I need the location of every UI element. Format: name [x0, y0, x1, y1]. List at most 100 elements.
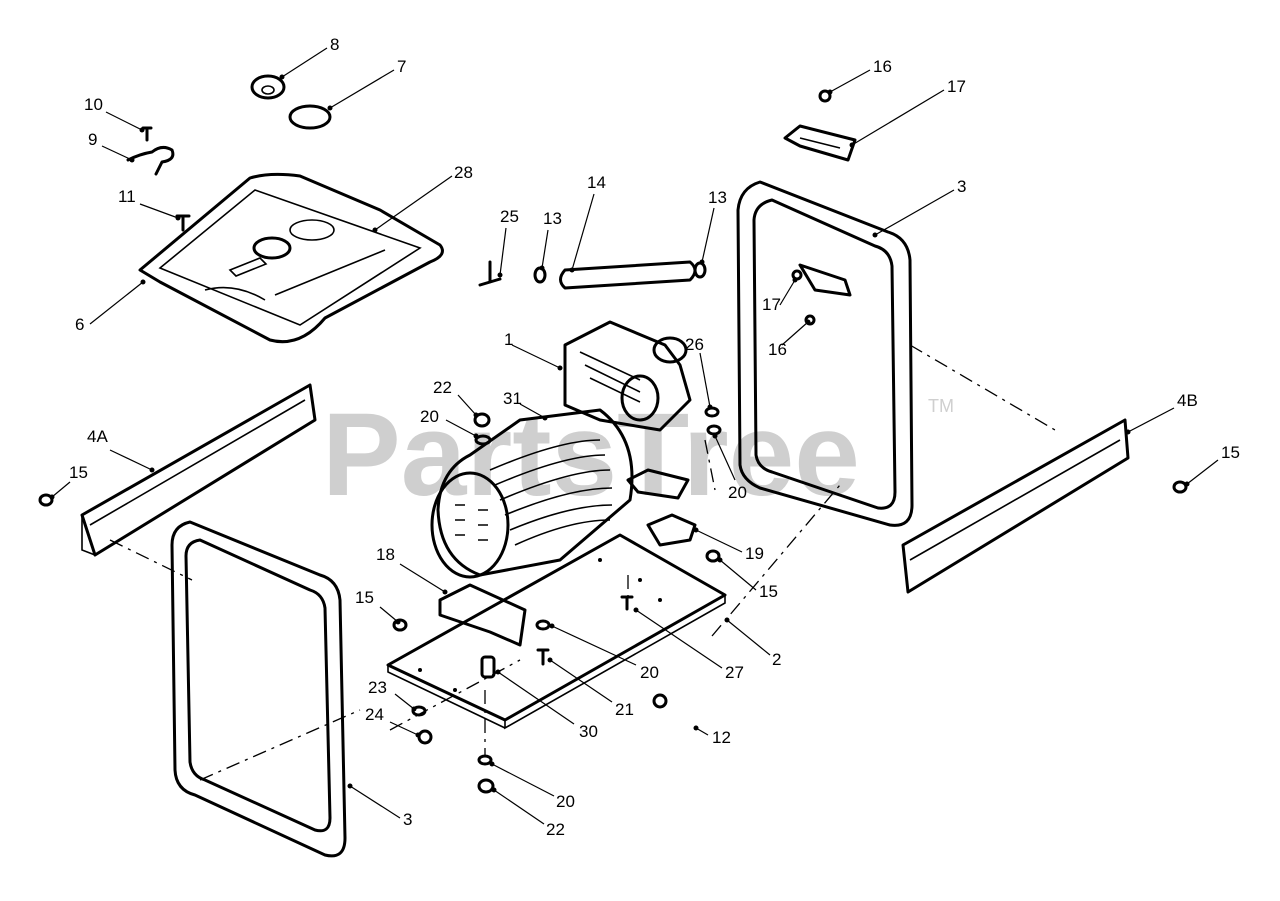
callout-label: 8	[330, 35, 339, 54]
leader-line	[635, 609, 723, 669]
callout-4A: 4A	[87, 427, 155, 473]
callout-label: 3	[957, 177, 966, 196]
leader-line	[1186, 459, 1219, 485]
leader-dot	[473, 433, 479, 439]
callout-28: 28	[372, 163, 473, 233]
callout-20: 20	[489, 761, 575, 811]
leader-dot	[175, 215, 181, 221]
leader-dot	[717, 557, 723, 563]
leader-line	[781, 321, 809, 346]
leader-dot	[1125, 429, 1131, 435]
leader-line	[695, 529, 743, 553]
callout-6: 6	[75, 279, 146, 334]
leader-dot	[1184, 481, 1190, 487]
leader-line	[499, 227, 507, 276]
nut-24-part	[417, 729, 433, 745]
callout-label: 16	[768, 340, 787, 359]
callout-label: 20	[728, 483, 747, 502]
callout-12: 12	[693, 725, 731, 747]
callout-label: 9	[88, 130, 97, 149]
leader-dot	[557, 365, 563, 371]
leader-dot	[539, 265, 545, 271]
leader-line	[779, 279, 796, 306]
callout-16: 16	[827, 57, 892, 95]
callout-label: 2	[772, 650, 781, 669]
callout-label: 15	[69, 463, 88, 482]
callout-21: 21	[547, 657, 634, 719]
leader-line	[571, 193, 595, 271]
callout-label: 20	[640, 663, 659, 682]
leader-line	[493, 789, 545, 825]
base-plate-part	[386, 533, 727, 730]
callout-label: 4A	[87, 427, 108, 446]
leader-dot	[473, 412, 479, 418]
callout-label: 17	[762, 295, 781, 314]
callout-label: 18	[376, 545, 395, 564]
callout-label: 6	[75, 315, 84, 334]
callout-label: 16	[873, 57, 892, 76]
callout-label: 13	[708, 188, 727, 207]
left-rail-4A-part	[80, 383, 317, 557]
callout-label: 19	[745, 544, 764, 563]
callout-24: 24	[365, 705, 421, 738]
leader-line	[874, 189, 955, 236]
callout-label: 15	[759, 582, 778, 601]
nut-22b-part	[477, 778, 495, 794]
screw-15c-part	[392, 618, 408, 632]
callout-9: 9	[88, 130, 135, 163]
callout-label: 30	[579, 722, 598, 741]
callout-18: 18	[376, 545, 448, 595]
leader-dot	[699, 259, 705, 265]
callout-1: 1	[504, 330, 563, 371]
callout-label: 15	[1221, 443, 1240, 462]
leader-dot	[693, 725, 699, 731]
leader-dot	[712, 433, 718, 439]
callout-23: 23	[368, 678, 417, 712]
callout-26: 26	[685, 335, 713, 410]
watermark-trademark: TM	[928, 396, 954, 416]
leader-line	[541, 229, 549, 269]
leader-line	[719, 559, 757, 591]
leader-dot	[140, 279, 146, 285]
callout-label: 21	[615, 700, 634, 719]
callout-20: 20	[420, 407, 479, 439]
leader-dot	[411, 706, 417, 712]
callout-14: 14	[569, 173, 606, 273]
callout-15: 15	[49, 463, 88, 500]
leader-line	[51, 481, 71, 498]
callout-label: 22	[546, 820, 565, 839]
watermark-text: PartsTree	[322, 389, 860, 521]
leader-line	[511, 344, 561, 369]
callout-label: 14	[587, 173, 606, 192]
leader-line	[551, 625, 637, 666]
callout-label: 22	[433, 378, 452, 397]
leader-dot	[633, 607, 639, 613]
leader-dot	[129, 157, 135, 163]
callout-label: 27	[725, 663, 744, 682]
callout-25: 25	[497, 207, 519, 278]
leader-line	[699, 352, 711, 408]
leader-line	[379, 606, 399, 623]
screw-21-part	[536, 648, 550, 666]
callout-label: 13	[543, 209, 562, 228]
leader-dot	[347, 783, 353, 789]
leader-line	[714, 435, 736, 481]
leader-line	[374, 175, 453, 231]
leader-dot	[489, 761, 495, 767]
right-frame-part	[736, 180, 914, 527]
callout-13: 13	[699, 188, 727, 265]
callout-3: 3	[347, 783, 412, 829]
screw-15d-part	[705, 549, 721, 563]
leader-line	[389, 721, 419, 736]
leader-line	[394, 693, 415, 710]
callout-3: 3	[872, 177, 966, 238]
leader-line	[445, 419, 477, 437]
leader-dot	[49, 494, 55, 500]
leader-line	[726, 619, 771, 656]
callout-15: 15	[355, 588, 401, 625]
leader-line	[101, 145, 133, 161]
receptacle-19-part	[646, 513, 697, 547]
callout-label: 20	[556, 792, 575, 811]
leader-line	[399, 563, 446, 593]
